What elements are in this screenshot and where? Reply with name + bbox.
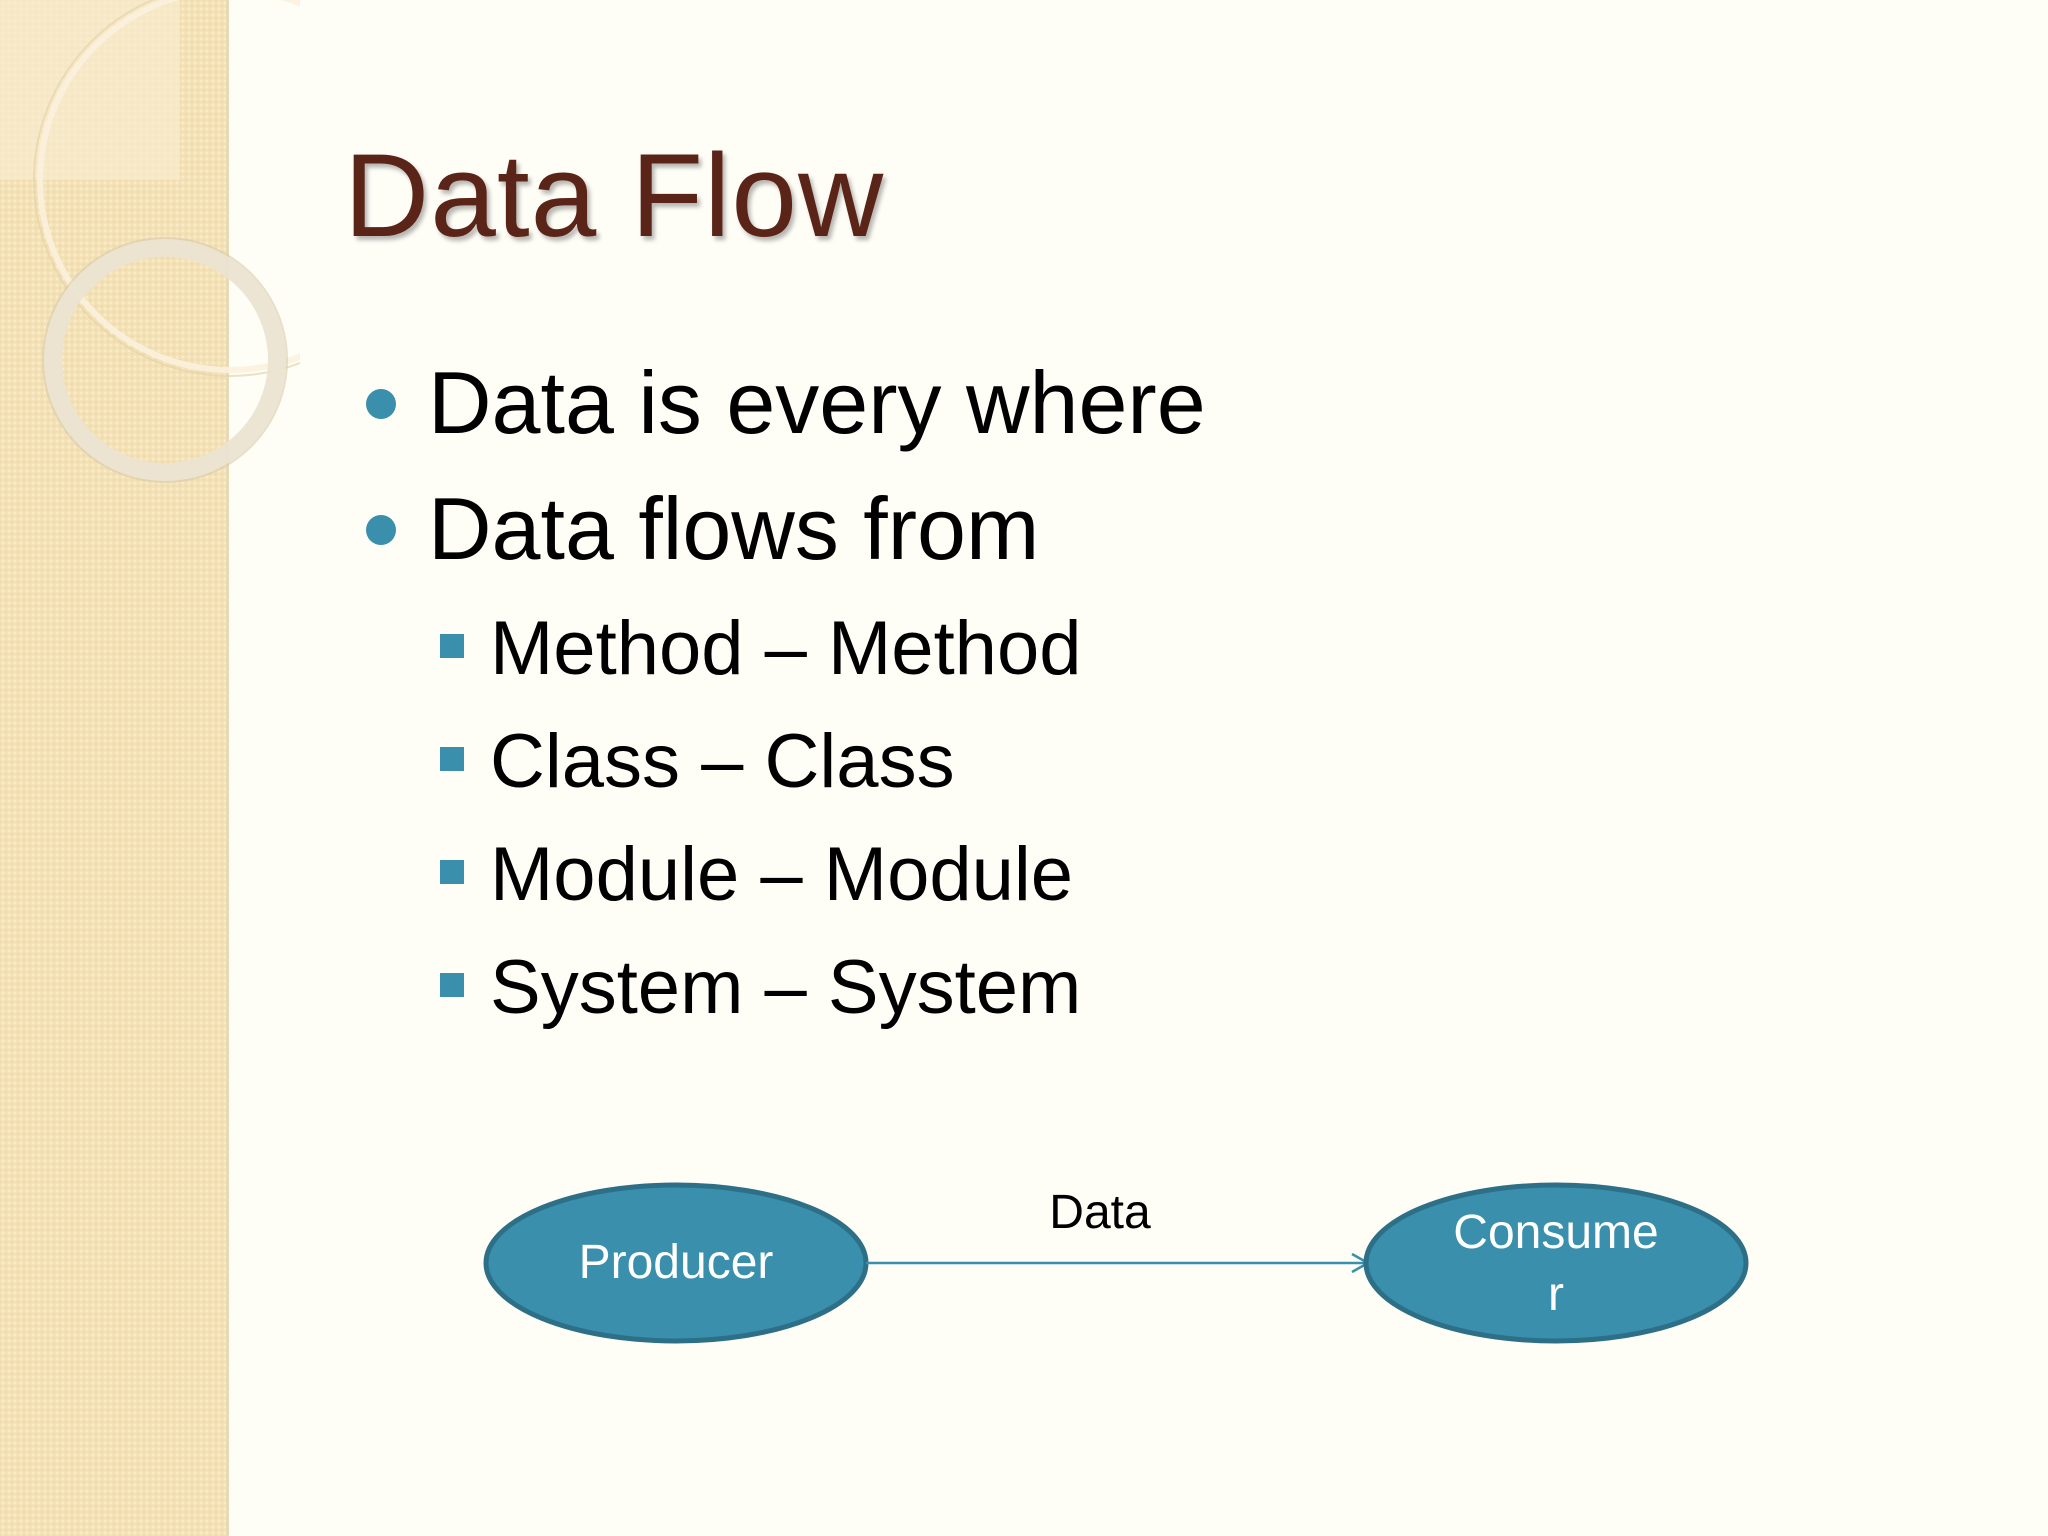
- sub-bullet-text: System – System: [490, 945, 1082, 1030]
- producer-label: Producer: [579, 1236, 774, 1289]
- bullet-square-icon: [440, 860, 464, 884]
- sub-bullet-item: Method – Method: [360, 592, 1206, 705]
- sub-bullet-item: Module – Module: [360, 818, 1206, 931]
- bullet-text: Data flows from: [428, 479, 1040, 578]
- sub-bullet-text: Class – Class: [490, 719, 955, 804]
- decorative-rings: [0, 0, 300, 483]
- consumer-label-line2: r: [1548, 1268, 1564, 1321]
- bullet-item: Data flows from: [360, 466, 1206, 592]
- bullet-square-icon: [440, 973, 464, 997]
- bullet-list: Data is every where Data flows from Meth…: [360, 340, 1206, 1044]
- sub-bullet-text: Module – Module: [490, 832, 1074, 917]
- bullet-square-icon: [440, 747, 464, 771]
- sub-bullet-item: Class – Class: [360, 705, 1206, 818]
- bullet-item: Data is every where: [360, 340, 1206, 466]
- bullet-dot-icon: [366, 389, 396, 419]
- bullet-text: Data is every where: [428, 353, 1206, 452]
- consumer-label-line1: Consume: [1453, 1206, 1658, 1259]
- sub-bullet-item: System – System: [360, 931, 1206, 1044]
- sub-bullet-text: Method – Method: [490, 606, 1082, 691]
- sidebar-edge: [226, 0, 229, 1536]
- slide-title: Data Flow: [344, 130, 885, 262]
- edge-label: Data: [1049, 1186, 1151, 1239]
- bullet-dot-icon: [366, 515, 396, 545]
- consumer-node: [1363, 1182, 1749, 1344]
- bullet-square-icon: [440, 634, 464, 658]
